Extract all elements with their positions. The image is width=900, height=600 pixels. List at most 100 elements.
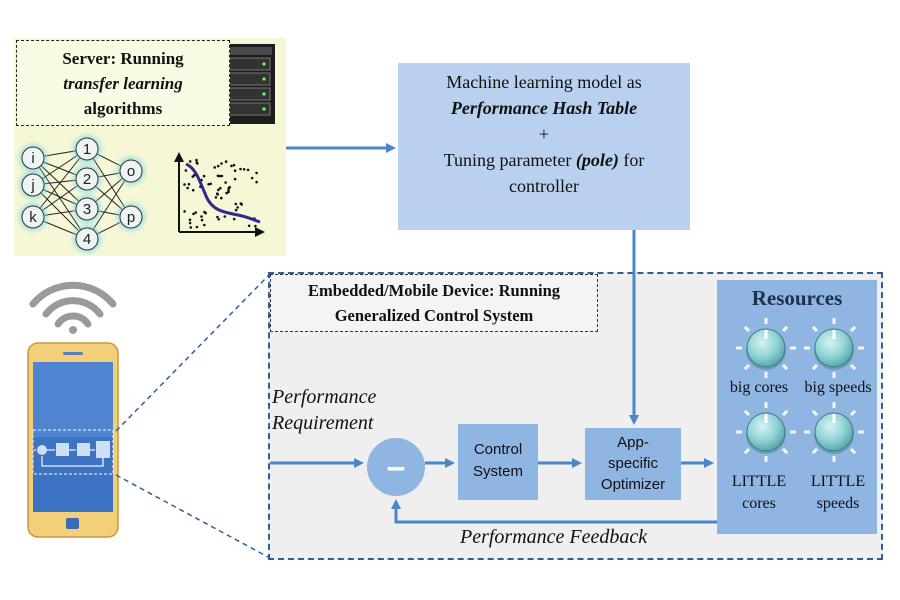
scatter-dot — [189, 226, 193, 229]
scatter-dot — [255, 171, 258, 175]
scatter-curve-icon — [174, 152, 265, 237]
scatter-dot — [214, 196, 218, 199]
device-label: Embedded/Mobile Device: Running Generali… — [270, 274, 598, 332]
scatter-dot — [200, 215, 203, 218]
scatter-dot — [217, 218, 220, 221]
performance-feedback-label: Performance Feedback — [460, 526, 648, 548]
resources-title: Resources — [751, 286, 843, 310]
scatter-dot — [224, 181, 227, 184]
scatter-dot — [188, 221, 192, 225]
scatter-dot — [225, 191, 228, 195]
performance-requirement-label: Performance Requirement — [272, 386, 377, 434]
scatter-dot — [232, 217, 236, 221]
zoom-line-bottom — [115, 474, 271, 559]
scatter-dot — [233, 177, 237, 181]
device-label-line2: Generalized Control System — [334, 306, 534, 325]
scatter-dot — [203, 223, 206, 227]
scatter-dot — [255, 180, 258, 184]
scatter-dot — [186, 186, 189, 190]
arrow-feedback — [391, 499, 717, 524]
resource-knobs — [736, 318, 864, 462]
scatter-dot — [188, 218, 192, 222]
ml-plus: + — [538, 124, 550, 144]
scatter-dot — [216, 192, 219, 195]
scatter-dot — [234, 208, 238, 212]
nn-node-label: o — [127, 163, 135, 180]
scatter-dot — [207, 183, 210, 186]
scatter-dot — [239, 167, 242, 171]
scatter-dot — [187, 182, 191, 186]
scatter-dot — [195, 158, 198, 162]
scatter-dot — [216, 215, 219, 219]
scatter-dot — [233, 169, 237, 172]
scatter-dot — [254, 224, 257, 228]
knob-icon — [804, 318, 864, 378]
scatter-dot — [213, 166, 216, 169]
scatter-dot — [239, 202, 243, 205]
control-system-box: Control System — [458, 424, 538, 500]
scatter-dot — [195, 161, 199, 164]
ml-line3: Tuning parameter (pole) for — [443, 150, 645, 170]
zoom-line-top — [115, 273, 271, 432]
nn-node-label: 2 — [83, 171, 91, 188]
scatter-dot — [246, 168, 250, 172]
scatter-dot — [188, 160, 192, 163]
ml-line4: controller — [509, 176, 579, 196]
scatter-dot — [227, 190, 230, 194]
nn-node-label: i — [31, 150, 34, 167]
server-label-line2: transfer learning — [63, 74, 183, 93]
scatter-dot — [217, 188, 220, 192]
scatter-dot — [220, 162, 223, 165]
scatter-dot — [200, 218, 204, 222]
scatter-dot — [218, 174, 222, 178]
knob-icon — [804, 402, 864, 462]
little-cores-label: LITTLE cores — [731, 473, 787, 512]
scatter-dot — [183, 183, 186, 186]
nn-node-label: p — [127, 209, 135, 226]
nn-node-label: k — [29, 209, 37, 226]
scatter-dot — [184, 169, 188, 172]
minus-sign: – — [386, 448, 406, 486]
resources-panel — [717, 280, 877, 534]
nn-node-label: 1 — [83, 141, 91, 158]
server-label-line3: algorithms — [83, 99, 163, 118]
scatter-dot — [250, 176, 254, 180]
scatter-dot — [192, 212, 195, 216]
scatter-dot — [209, 182, 212, 186]
scatter-dot — [228, 186, 232, 189]
scatter-dot — [183, 210, 186, 213]
smartphone-icon — [27, 342, 119, 538]
scatter-dot — [191, 188, 195, 192]
knob-icon — [736, 318, 796, 378]
nn-node-label: 4 — [83, 231, 91, 248]
scatter-dot — [224, 160, 228, 163]
knob-icon — [736, 402, 796, 462]
scatter-dot — [236, 206, 239, 209]
device-label-line1: Embedded/Mobile Device: Running — [307, 281, 561, 300]
little-speeds-label: LITTLE speeds — [810, 473, 866, 512]
wifi-icon — [29, 281, 117, 334]
nn-node-label: 3 — [83, 201, 91, 218]
scatter-dot — [242, 168, 246, 171]
scatter-dot — [219, 186, 222, 190]
scatter-dot — [202, 174, 206, 178]
scatter-dot — [223, 215, 227, 218]
scatter-dot — [220, 174, 224, 178]
ml-line2: Performance Hash Table — [450, 98, 638, 118]
server-label: Server: Running transfer learning algori… — [16, 40, 230, 126]
scatter-dot — [203, 210, 206, 214]
summing-junction — [367, 438, 425, 496]
scatter-dot — [234, 202, 238, 206]
scatter-dot — [232, 163, 236, 167]
scatter-dot — [247, 224, 251, 228]
big-speeds-label: big speeds — [804, 379, 872, 396]
big-cores-label: big cores — [729, 379, 789, 396]
scatter-dot — [195, 225, 199, 229]
scatter-dot — [194, 211, 197, 214]
scatter-dot — [230, 164, 233, 168]
app-specific-optimizer-box: App- specific Optimizer — [585, 428, 681, 500]
ml-model-box: Machine learning model as Performance Ha… — [398, 63, 690, 230]
scatter-dot — [220, 196, 223, 200]
scatter-dot — [227, 188, 230, 192]
